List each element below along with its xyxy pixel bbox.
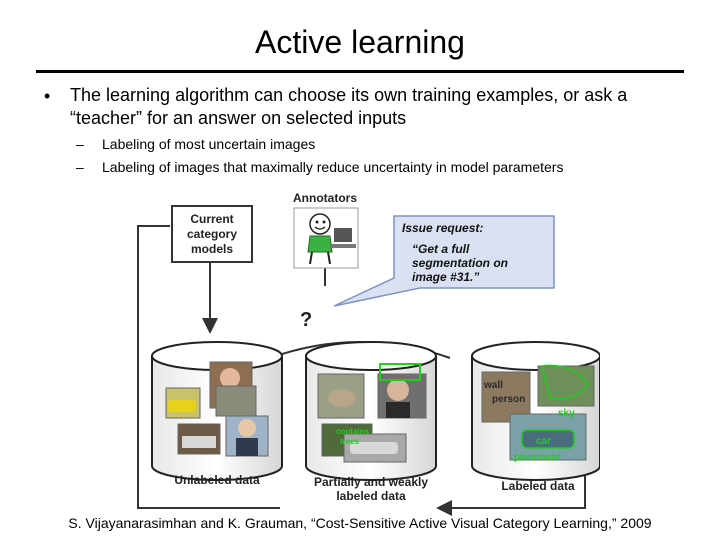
- title-underline: [36, 70, 684, 73]
- partial-data-label-1: Partially and weakly: [314, 475, 428, 489]
- category-models-box: Current category models: [171, 205, 253, 263]
- bullet-marker: •: [44, 86, 51, 106]
- citation: S. Vijayanarasimhan and K. Grauman, “Cos…: [68, 515, 652, 531]
- labeled-data-cylinder: [471, 341, 600, 481]
- models-label-3: models: [191, 242, 233, 256]
- annotators-label: Annotators: [293, 191, 357, 205]
- request-title: Issue request:: [402, 221, 483, 235]
- seg-label-pavement: pavement: [514, 452, 561, 463]
- unlabeled-data-label: Unlabeled data: [174, 473, 260, 487]
- partial-data-cylinder: [305, 341, 437, 481]
- models-label-1: Current: [190, 212, 233, 226]
- weak-tag-line-2: trees: [340, 437, 360, 446]
- models-label-2: category: [187, 227, 237, 241]
- request-line-3: image #31.”: [412, 270, 479, 284]
- seg-label-wall: wall: [483, 380, 503, 391]
- weak-tag-line-1: contains: [336, 427, 369, 436]
- sub-bullet-marker: –: [76, 159, 84, 175]
- request-line-1: “Get a full: [412, 242, 470, 256]
- slide-title: Active learning: [255, 24, 465, 60]
- request-line-2: segmentation on: [412, 256, 508, 270]
- sub-bullet-text: Labeling of images that maximally reduce…: [102, 159, 564, 175]
- partial-data-label-2: labeled data: [336, 489, 406, 503]
- labeled-data-label: Labeled data: [501, 479, 575, 493]
- request-bubble: Issue request: “Get a full segmentation …: [333, 215, 555, 307]
- seg-label-car: car: [536, 436, 551, 447]
- loop-arrow-left: [137, 225, 280, 509]
- annotator-figure-icon: [293, 207, 359, 269]
- active-learning-diagram: Current category models Annotators ? Iss…: [137, 191, 600, 516]
- unlabeled-data-cylinder: [151, 341, 283, 481]
- question-mark: ?: [300, 309, 312, 331]
- sub-bullet-text: Labeling of most uncertain images: [102, 136, 316, 152]
- seg-label-person: person: [492, 394, 525, 405]
- seg-label-sky: sky: [558, 408, 575, 419]
- main-bullet: The learning algorithm can choose its ow…: [70, 85, 628, 128]
- sub-bullet-marker: –: [76, 136, 84, 152]
- segment-outline: [379, 363, 421, 381]
